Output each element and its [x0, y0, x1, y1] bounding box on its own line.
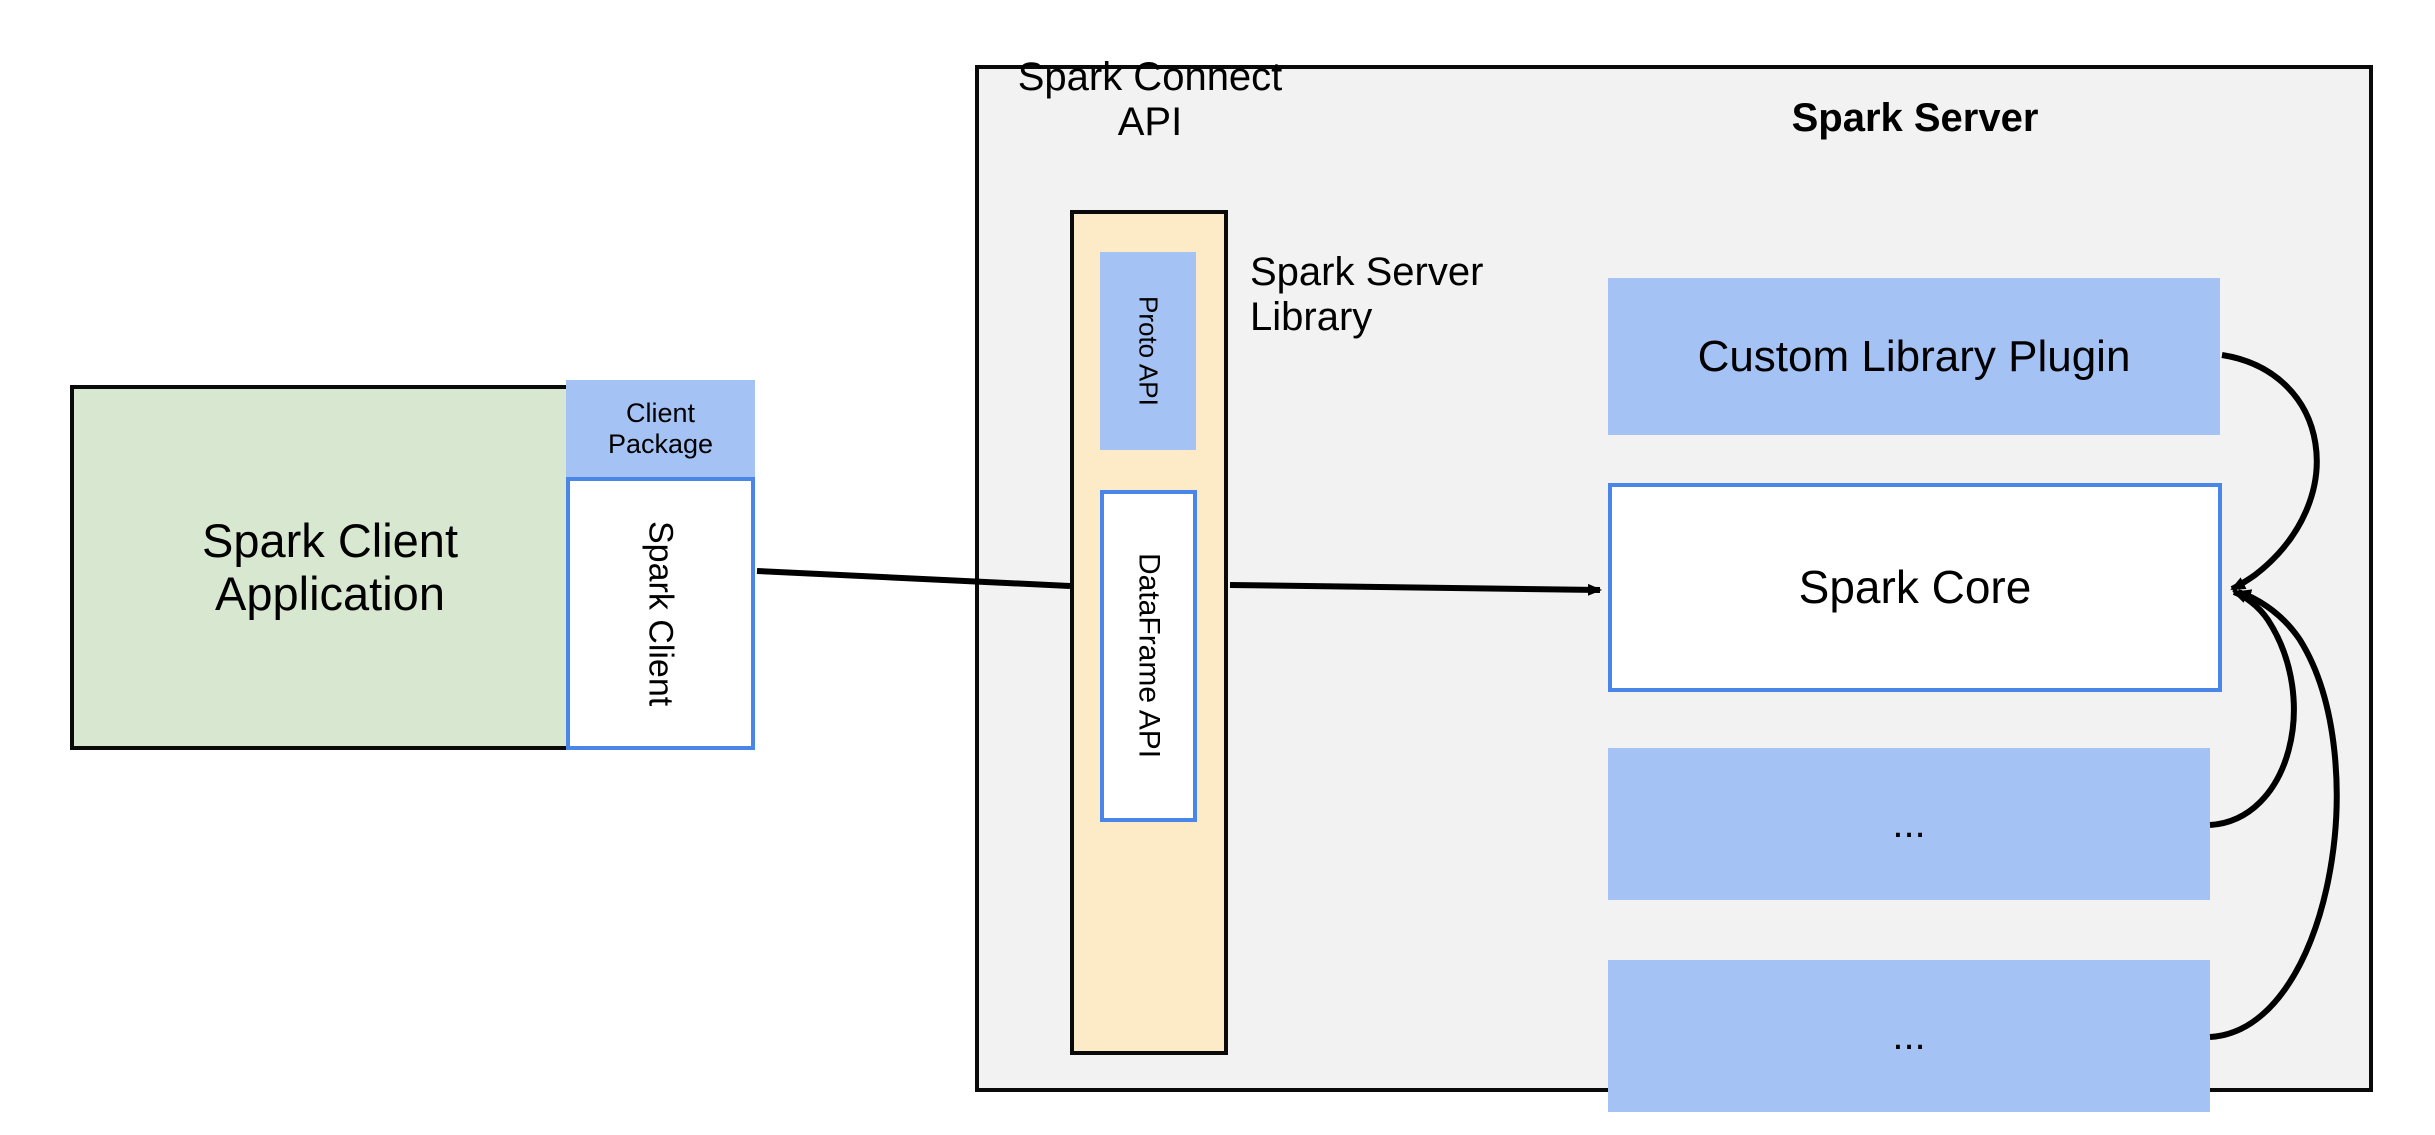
spark-connect-api-label-line1: Spark Connect [1017, 55, 1283, 99]
client-package-box[interactable]: Client Package [566, 380, 755, 477]
spark-client-application-label: Spark Client Application [202, 513, 458, 620]
spark-connect-api-label: Spark Connect API [1010, 55, 1290, 155]
plugin-placeholder-box-2[interactable]: ... [1608, 960, 2210, 1112]
client-package-line2: Package [607, 428, 714, 459]
client-package-line1: Client [625, 398, 695, 429]
spark-client-label: Spark Client [641, 520, 680, 707]
spark-client-application-box[interactable]: Spark Client Application [70, 385, 590, 750]
dataframe-api-label: DataFrame API [1132, 553, 1166, 759]
spark-client-application-line1: Spark Client [202, 513, 458, 567]
spark-server-library-label: Spark Server Library [1250, 250, 1570, 350]
custom-library-plugin-box[interactable]: Custom Library Plugin [1608, 278, 2220, 435]
spark-server-title: Spark Server [1791, 95, 2039, 140]
spark-connect-api-label-line2: API [1117, 99, 1183, 144]
spark-client-application-line2: Application [215, 566, 445, 620]
proto-api-box[interactable]: Proto API [1100, 252, 1196, 450]
proto-api-label: Proto API [1133, 296, 1164, 406]
dataframe-api-box[interactable]: DataFrame API [1100, 490, 1197, 822]
spark-core-box[interactable]: Spark Core [1608, 483, 2222, 692]
plugin-placeholder-box-1[interactable]: ... [1608, 748, 2210, 900]
spark-server-library-line2: Library [1250, 294, 1373, 339]
spark-client-box[interactable]: Spark Client [566, 477, 755, 750]
client-package-label: Client Package [608, 398, 713, 458]
spark-server-library-line1: Spark Server [1250, 250, 1484, 294]
